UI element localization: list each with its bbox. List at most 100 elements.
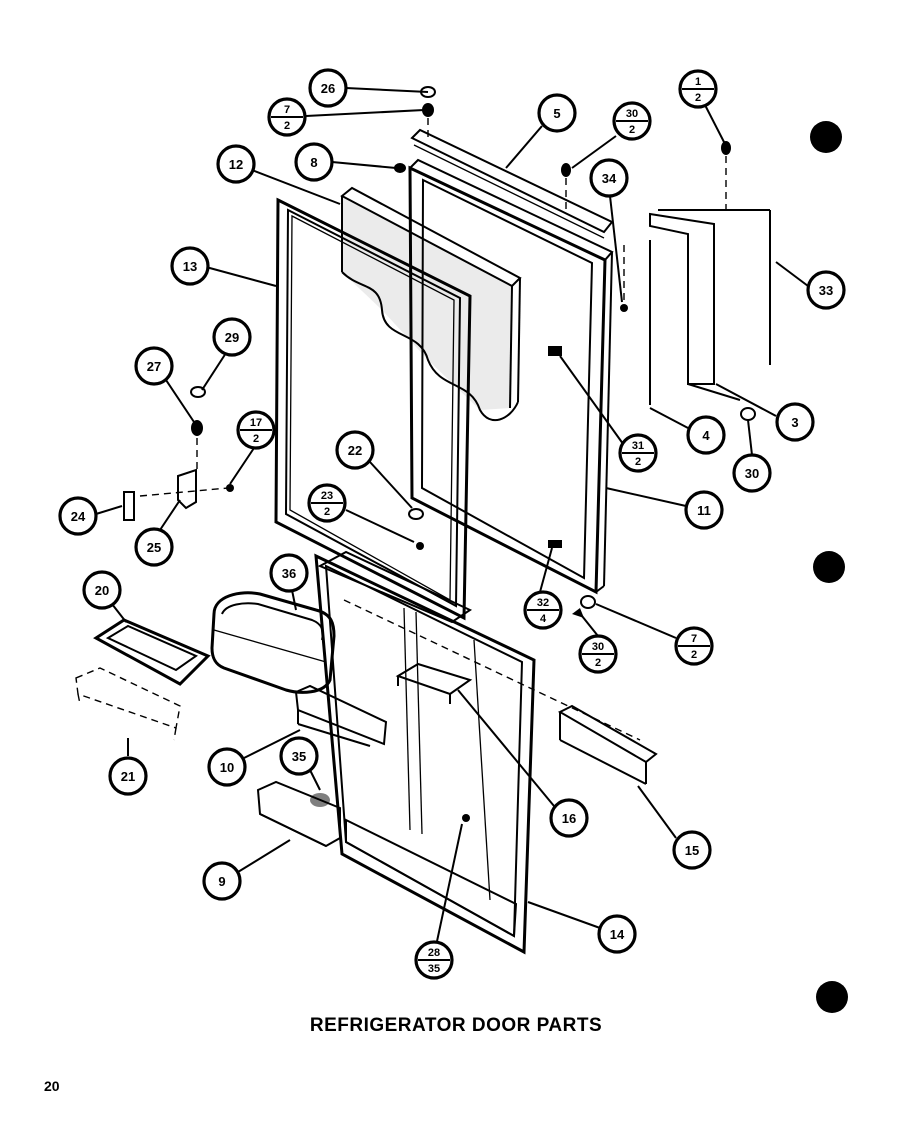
callout-4: 4	[686, 415, 726, 455]
callout-30-over-2-bottom: 30 2	[578, 634, 618, 674]
svg-text:22: 22	[348, 443, 362, 458]
callout-33: 33	[806, 270, 846, 310]
svg-text:8: 8	[310, 155, 317, 170]
callout-20: 20	[82, 570, 122, 610]
svg-text:30: 30	[592, 641, 604, 653]
svg-text:30: 30	[626, 108, 638, 120]
callout-28-over-35: 28 35	[414, 940, 454, 980]
callout-5: 5	[537, 93, 577, 133]
binder-hole-bottom	[816, 981, 848, 1013]
svg-text:9: 9	[218, 874, 225, 889]
svg-text:1: 1	[695, 76, 701, 88]
door-shelf-rack	[75, 667, 181, 741]
svg-text:30: 30	[745, 466, 759, 481]
callout-29: 29	[212, 317, 252, 357]
binder-hole-top	[810, 121, 842, 153]
svg-text:14: 14	[610, 927, 625, 942]
svg-text:3: 3	[791, 415, 798, 430]
svg-text:35: 35	[292, 749, 306, 764]
callout-23-over-2: 23 2	[307, 483, 347, 523]
svg-text:16: 16	[562, 811, 576, 826]
svg-text:26: 26	[321, 81, 335, 96]
svg-text:2: 2	[691, 649, 697, 661]
svg-text:2: 2	[253, 433, 259, 445]
callout-10: 10	[207, 747, 247, 787]
svg-text:17: 17	[250, 417, 262, 429]
svg-text:32: 32	[537, 597, 549, 609]
upper-door-side-rail	[649, 209, 771, 405]
callout-22: 22	[335, 430, 375, 470]
svg-text:2: 2	[635, 456, 641, 468]
svg-text:25: 25	[147, 540, 161, 555]
callout-11: 11	[684, 490, 724, 530]
svg-text:24: 24	[71, 509, 86, 524]
lower-door-shelf-rail	[557, 704, 658, 785]
callout-24: 24	[58, 496, 98, 536]
svg-text:10: 10	[220, 760, 234, 775]
svg-text:28: 28	[428, 947, 440, 959]
dairy-compartment-cover	[93, 618, 211, 686]
callout-8: 8	[294, 142, 334, 182]
callout-32-over-4: 32 4	[523, 590, 563, 630]
callout-1-over-2: 1 2	[678, 69, 718, 109]
svg-text:23: 23	[321, 490, 333, 502]
callout-17-over-2: 17 2	[236, 410, 276, 450]
callout-31-over-2: 31 2	[618, 433, 658, 473]
callout-16: 16	[549, 798, 589, 838]
callout-21: 21	[108, 756, 148, 796]
svg-text:31: 31	[632, 440, 644, 452]
callout-14: 14	[597, 914, 637, 954]
callout-12: 12	[216, 144, 256, 184]
door-bin-large	[256, 780, 341, 848]
lower-door-shelf	[395, 662, 473, 704]
leader-lines	[95, 87, 809, 947]
svg-text:4: 4	[702, 428, 710, 443]
svg-text:4: 4	[540, 613, 547, 625]
door-hinge-pin-bracket	[548, 540, 562, 548]
svg-text:35: 35	[428, 963, 440, 975]
callout-36: 36	[269, 553, 309, 593]
door-bin-small	[294, 684, 388, 747]
callout-35: 35	[279, 736, 319, 776]
callout-7-over-2-bottom: 7 2	[674, 626, 714, 666]
svg-text:36: 36	[282, 566, 296, 581]
callout-13: 13	[170, 246, 210, 286]
callout-3: 3	[775, 402, 815, 442]
svg-text:11: 11	[697, 503, 711, 518]
svg-text:15: 15	[685, 843, 699, 858]
svg-text:7: 7	[284, 104, 290, 116]
page-number: 20	[44, 1078, 60, 1094]
svg-text:29: 29	[225, 330, 239, 345]
callout-26: 26	[308, 68, 348, 108]
svg-text:33: 33	[819, 283, 833, 298]
callout-9: 9	[202, 861, 242, 901]
svg-text:2: 2	[324, 506, 330, 518]
svg-text:5: 5	[553, 106, 560, 121]
svg-text:2: 2	[284, 120, 290, 132]
binder-hole-middle	[813, 551, 845, 583]
svg-text:13: 13	[183, 259, 197, 274]
svg-text:34: 34	[602, 171, 617, 186]
upper-door-outer-panel	[408, 158, 614, 595]
butter-container	[210, 591, 336, 694]
lower-door-panel	[314, 550, 641, 955]
svg-text:2: 2	[629, 124, 635, 136]
callout-30: 30	[732, 453, 772, 493]
lower-door-screw	[462, 814, 470, 822]
callout-27: 27	[134, 346, 174, 386]
upper-door-foam-liner	[340, 186, 522, 422]
callout-30-over-2-top: 30 2	[612, 101, 652, 141]
callout-15: 15	[672, 830, 712, 870]
callout-34: 34	[589, 158, 629, 198]
svg-text:7: 7	[691, 633, 697, 645]
svg-text:27: 27	[147, 359, 161, 374]
upper-hinge-assembly	[123, 386, 234, 521]
svg-text:2: 2	[595, 657, 601, 669]
callout-25: 25	[134, 527, 174, 567]
svg-text:12: 12	[229, 157, 243, 172]
diagram-title: REFRIGERATOR DOOR PARTS	[309, 1015, 603, 1036]
callout-7-over-2-top: 7 2	[267, 97, 307, 137]
door-stop-bracket	[548, 346, 562, 356]
